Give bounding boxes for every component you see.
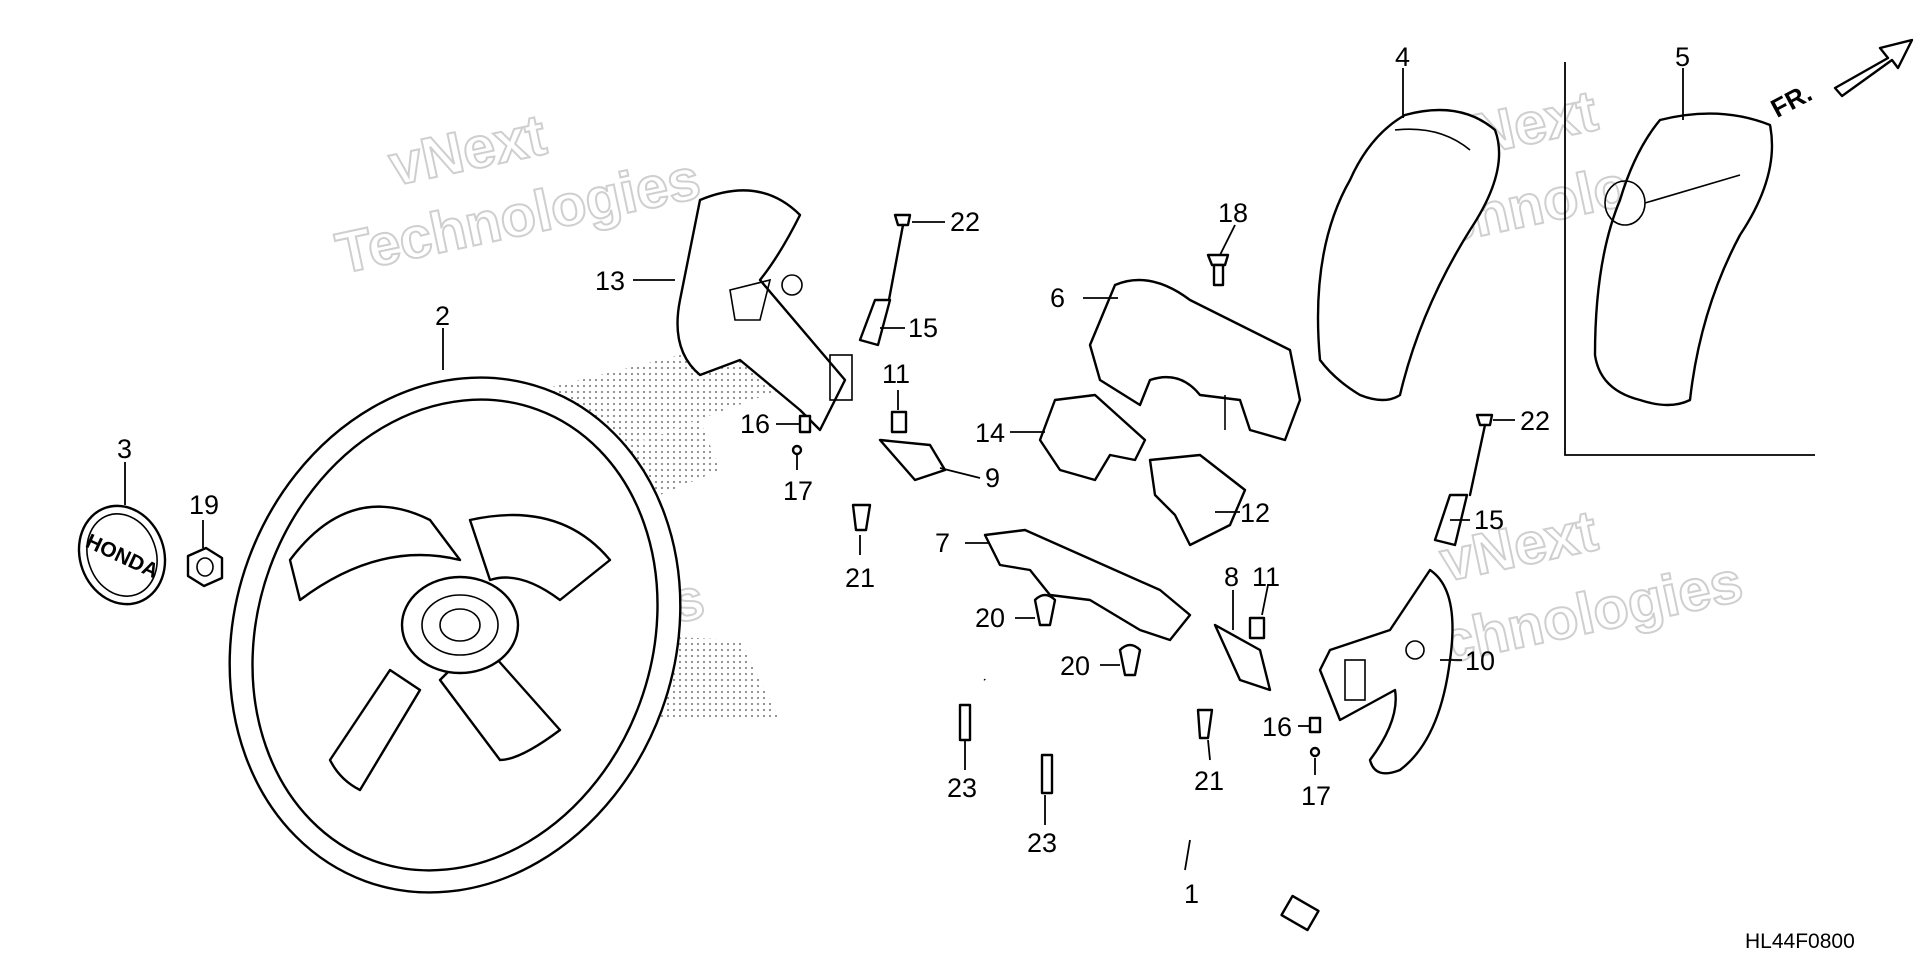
- callout-11a: 11: [882, 359, 910, 389]
- callout-10: 10: [1465, 646, 1495, 676]
- callout-17b: 17: [1301, 781, 1331, 811]
- callout-7: 7: [935, 528, 950, 558]
- switch-bracket-left: [1038, 393, 1147, 482]
- callout-23b: 23: [1027, 828, 1057, 858]
- steering-wheel: [228, 376, 682, 894]
- callout-1: 1: [1184, 879, 1199, 909]
- callout-2: 2: [435, 301, 450, 331]
- drawing-code: HL44F0800: [1745, 930, 1855, 953]
- callout-13: 13: [595, 266, 625, 296]
- right-switch-panel: [1318, 568, 1454, 775]
- callout-18: 18: [1218, 198, 1248, 228]
- callout-14: 14: [975, 418, 1005, 448]
- switch-bracket-right: [1148, 453, 1247, 547]
- front-direction-indicator: FR.: [1766, 38, 1914, 124]
- callout-6: 6: [1050, 283, 1065, 313]
- wire-harness: [983, 678, 1320, 932]
- callout-15a: 15: [908, 313, 938, 343]
- callout-9: 9: [985, 463, 1000, 493]
- callout-3: 3: [117, 434, 132, 464]
- callout-22b: 22: [1520, 406, 1550, 436]
- callout-11b: 11: [1252, 562, 1280, 592]
- fasteners: [791, 213, 1494, 795]
- callout-12: 12: [1240, 498, 1270, 528]
- callout-21a: 21: [845, 563, 875, 593]
- inset-view: [1564, 62, 1815, 456]
- callout-21b: 21: [1194, 766, 1224, 796]
- callout-20b: 20: [1060, 651, 1090, 681]
- steering-pad-cover: [1316, 108, 1501, 402]
- horn-emblem-cap: HONDA: [77, 504, 167, 606]
- callout-16b: 16: [1262, 712, 1292, 742]
- steering-nut: [186, 546, 224, 588]
- callout-5: 5: [1675, 42, 1690, 72]
- callout-23a: 23: [947, 773, 977, 803]
- leader-lines: [124, 68, 1684, 871]
- callout-17a: 17: [783, 476, 813, 506]
- callout-8: 8: [1224, 562, 1239, 592]
- callout-4: 4: [1395, 42, 1410, 72]
- upper-column-cover: [1088, 278, 1302, 442]
- callout-16a: 16: [740, 409, 770, 439]
- callout-labels: 1 2 3 4 5 6 7 8 9 10 11 11 12 13 14 15 1…: [117, 42, 1690, 909]
- front-direction-label: FR.: [1766, 77, 1817, 123]
- callout-19: 19: [189, 490, 219, 520]
- lower-column-cover: [983, 528, 1192, 642]
- left-switch-panel: [676, 189, 853, 432]
- callout-15b: 15: [1474, 505, 1504, 535]
- callout-22a: 22: [950, 207, 980, 237]
- callout-20a: 20: [975, 603, 1005, 633]
